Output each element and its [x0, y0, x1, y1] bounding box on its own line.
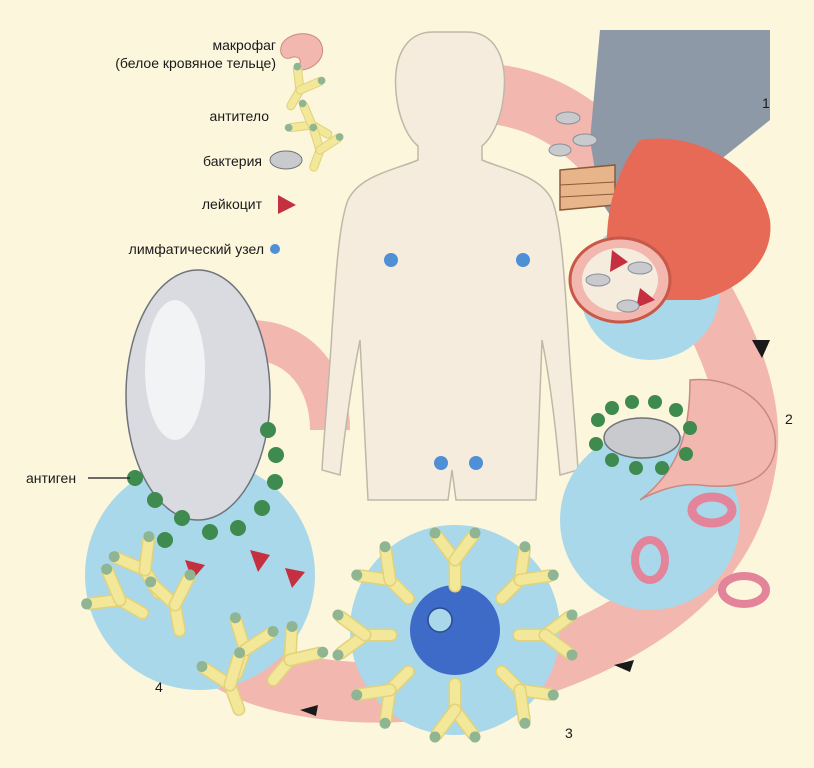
legend-macrophage-label-1: макрофаг: [212, 37, 276, 53]
lymph-node-icon: [469, 456, 483, 470]
step-number: 2: [785, 411, 793, 427]
lymph-node-icon: [384, 253, 398, 267]
legend-lymph-node-label: лимфатический узел: [129, 241, 264, 257]
bacterium-icon: [270, 151, 302, 169]
lymph-node-icon: [270, 244, 280, 254]
leukocyte-icon: [278, 195, 296, 214]
legend-antibody-label: антитело: [210, 108, 270, 124]
legend: макрофаг (белое кровяное тельце) антител…: [115, 34, 344, 257]
lymph-node-icon: [434, 456, 448, 470]
step-number: 3: [565, 725, 573, 741]
step-number: 4: [155, 679, 163, 695]
macrophage-icon: [281, 34, 323, 70]
step-number: 1: [762, 95, 770, 111]
legend-bacterium-label: бактерия: [203, 153, 262, 169]
antigen-label: антиген: [26, 470, 76, 486]
legend-leukocyte-label: лейкоцит: [202, 196, 263, 212]
lymph-node-icon: [516, 253, 530, 267]
legend-macrophage-label-2: (белое кровяное тельце): [115, 55, 276, 71]
